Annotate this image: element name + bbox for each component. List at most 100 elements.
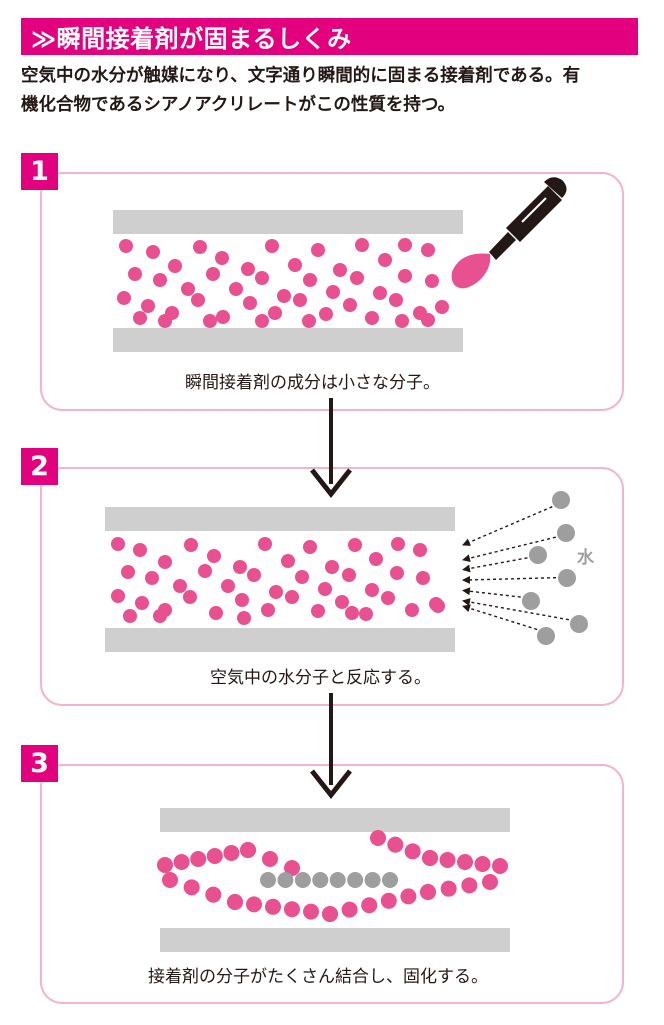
molecule-icon — [209, 606, 223, 620]
molecule-icon — [233, 560, 247, 574]
polymer-molecule-icon — [461, 877, 478, 894]
water-molecule-icon — [529, 546, 547, 564]
molecule-icon — [173, 579, 187, 593]
molecule-icon — [391, 537, 405, 551]
molecule-icon — [121, 565, 135, 579]
molecule-icon — [111, 537, 125, 551]
molecule-icon — [311, 243, 325, 257]
molecule-icon — [348, 538, 362, 552]
molecule-icon — [181, 282, 195, 296]
step-3-top-plate — [160, 808, 510, 832]
polymer-molecule-icon — [474, 856, 491, 872]
title-banner: ≫瞬間接着剤が固まるしくみ — [21, 18, 638, 55]
polymer-molecule-icon — [162, 872, 178, 888]
molecule-icon — [359, 607, 373, 621]
molecule-icon — [302, 314, 316, 328]
polymer-molecule-icon — [223, 845, 240, 861]
molecule-icon — [133, 311, 147, 325]
step-3-caption: 接着剤の分子がたくさん結合し、固化する。 — [148, 967, 488, 987]
molecule-icon — [416, 571, 430, 585]
polymer-molecule-icon — [404, 843, 421, 860]
polymer-molecule-icon — [205, 886, 222, 903]
polymer-molecule-icon — [262, 851, 278, 867]
molecule-icon — [203, 314, 217, 328]
polymer-molecule-icon — [284, 901, 300, 918]
molecule-icon — [311, 604, 325, 618]
molecule-icon — [206, 267, 220, 281]
step-3-polymer-chains — [157, 830, 508, 922]
molecule-icon — [241, 262, 255, 276]
molecule-icon — [265, 239, 279, 253]
step-2-top-plate — [105, 507, 455, 531]
water-approach-arrow — [462, 587, 521, 598]
water-molecule-icon — [552, 491, 570, 509]
polymer-molecule-icon — [341, 901, 358, 918]
molecule-icon — [255, 314, 269, 328]
molecule-icon — [158, 314, 172, 328]
down-arrow-2 — [310, 693, 352, 800]
molecule-icon — [269, 585, 283, 599]
molecule-icon — [413, 543, 427, 557]
molecule-icon — [369, 552, 383, 566]
molecule-icon — [135, 596, 149, 610]
molecule-icon — [221, 579, 235, 593]
molecule-icon — [123, 609, 137, 623]
intro-line-2: 機化合物であるシアノアクリレートがこの性質を持つ。 — [21, 95, 456, 115]
molecule-icon — [193, 240, 207, 254]
polymer-molecule-icon — [347, 872, 364, 888]
molecule-icon — [431, 599, 445, 613]
molecule-icon — [117, 291, 131, 305]
water-approach-arrow — [462, 506, 553, 546]
molecule-icon — [355, 238, 369, 252]
polymer-molecule-icon — [183, 879, 200, 896]
step-3-bottom-plate — [160, 928, 510, 952]
polymer-molecule-icon — [400, 888, 417, 905]
molecule-icon — [335, 595, 349, 609]
step-1-top-plate — [113, 210, 463, 234]
water-molecule-icon — [570, 615, 588, 633]
molecule-icon — [285, 590, 299, 604]
polymer-molecule-icon — [492, 858, 508, 874]
step-3-number: 3 — [21, 745, 58, 782]
polymer-molecule-icon — [284, 860, 300, 876]
molecule-icon — [277, 289, 291, 303]
molecule-icon — [373, 286, 387, 300]
molecule-icon — [153, 273, 167, 287]
molecule-icon — [389, 293, 403, 307]
polymer-molecule-icon — [422, 850, 438, 866]
polymer-molecule-icon — [420, 884, 436, 900]
water-approach-arrow — [462, 536, 556, 563]
polymer-molecule-icon — [457, 854, 473, 870]
molecule-icon — [350, 271, 364, 285]
molecule-icon — [435, 300, 449, 314]
molecule-icon — [345, 606, 359, 620]
water-molecule-icon — [537, 627, 555, 645]
polymer-molecule-icon — [440, 880, 457, 897]
polymer-molecule-icon — [190, 851, 207, 867]
water-approach-arrow — [462, 598, 569, 621]
molecule-icon — [216, 310, 230, 324]
polymer-molecule-icon — [322, 906, 338, 922]
molecule-icon — [119, 239, 133, 253]
step-1-bottom-plate — [113, 328, 463, 352]
molecule-icon — [365, 583, 379, 597]
molecule-icon — [303, 273, 317, 287]
molecule-icon — [183, 590, 197, 604]
molecule-icon — [153, 609, 167, 623]
molecule-icon — [207, 549, 221, 563]
polymer-molecule-icon — [482, 874, 498, 890]
molecule-icon — [261, 603, 275, 617]
water-approach-arrow — [462, 557, 528, 573]
molecule-icon — [141, 299, 155, 313]
water-approach-arrow — [462, 575, 557, 584]
molecule-icon — [365, 311, 379, 325]
molecule-icon — [378, 253, 392, 267]
water-molecule-icon — [558, 569, 576, 587]
intro-line-1: 空気中の水分が触媒になり、文字通り瞬間的に固まる接着剤である。有 — [21, 66, 581, 86]
molecule-icon — [326, 285, 340, 299]
molecule-icon — [235, 593, 249, 607]
molecule-icon — [111, 589, 125, 603]
polymer-molecule-icon — [206, 848, 223, 864]
molecule-icon — [333, 263, 347, 277]
polymer-molecule-icon — [277, 872, 294, 888]
